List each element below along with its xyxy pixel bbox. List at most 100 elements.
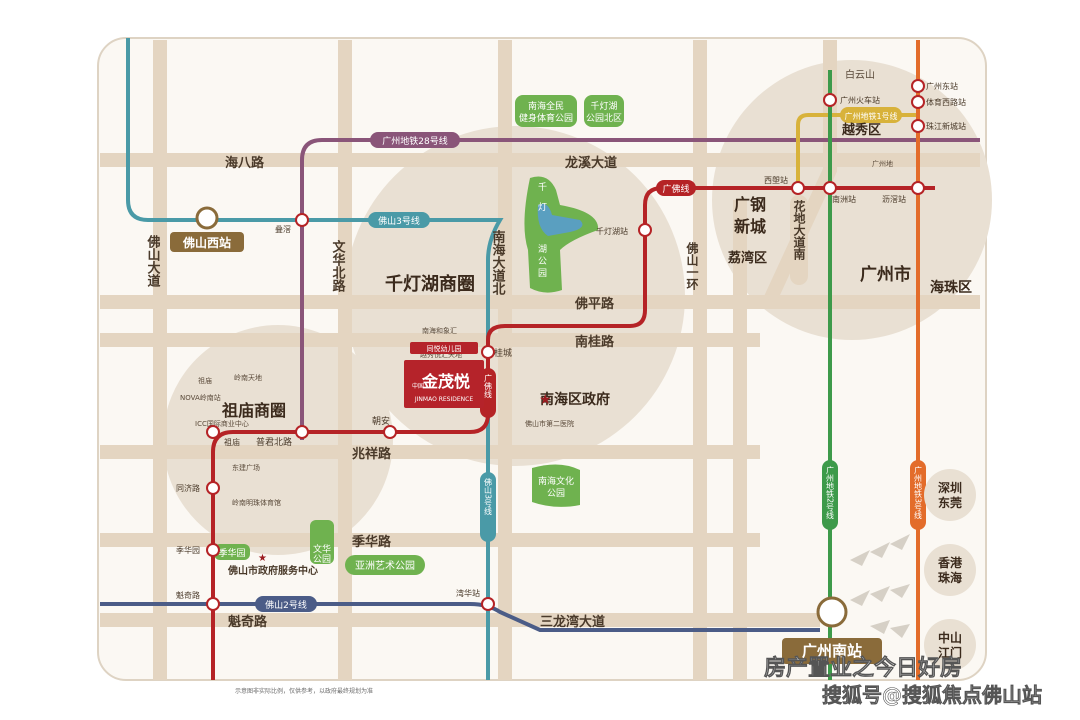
- line-tag-gz3-text: 广州地铁3号线: [914, 465, 923, 519]
- station-diejiao: 叠滘: [275, 225, 291, 234]
- station-kuiqi: 魁奇路: [176, 590, 200, 600]
- line-tag-gz28-text: 广州地铁28号线: [382, 135, 447, 147]
- metro-line-fs3: [126, 38, 504, 680]
- star-icon: ★: [539, 392, 552, 408]
- road-label-haiba: 海八路: [225, 155, 265, 171]
- station-zumiao: 祖庙: [224, 437, 240, 447]
- road-tag-huadi: [790, 195, 808, 285]
- road-label-zhaoxiang: 兆祥路: [352, 446, 392, 462]
- station-puju: 普君北路: [256, 436, 292, 448]
- road-label-kuiqi: 魁奇路: [228, 614, 268, 630]
- line-tag-fs3-text: 佛山3号线: [378, 215, 420, 227]
- station-tiyu-xi: 体育西路站: [926, 97, 966, 107]
- station-gz-south-tag: [782, 638, 882, 664]
- zone-label-zumiao: 祖庙商圈: [221, 401, 286, 420]
- road-label-nanhai: 南海大道北: [490, 229, 506, 296]
- project-box: [404, 360, 484, 408]
- line-label-gz-short: 广州地: [872, 159, 893, 168]
- road-label-foshan: 佛山大道: [145, 234, 162, 288]
- line-tag-gz2-text: 广州地铁2号线: [826, 465, 835, 519]
- station-gz-dong: 广州东站: [926, 81, 958, 91]
- station-gz-huoche: 广州火车站: [840, 95, 880, 105]
- station-tongji: 同济路: [176, 483, 200, 493]
- station-lijiao: 沥滘站: [882, 194, 906, 204]
- dest-zs-b: 江门: [938, 645, 962, 660]
- zone-label-guangzhou: 广州市: [860, 264, 911, 285]
- park-qdh-1: 千: [538, 182, 547, 193]
- station-gz-south-icon: [816, 596, 848, 628]
- park-qdh-north: [584, 95, 624, 127]
- park-wenhua: [310, 520, 334, 564]
- park-nanhai-fitness-b: 健身体育公园: [519, 112, 573, 124]
- park-qdh-5: 园: [538, 268, 547, 279]
- poi-lingnan: 岭南天地: [234, 373, 262, 382]
- road-label-yihuan: 佛山一环: [685, 241, 699, 291]
- metro-line-gz1: [796, 113, 918, 188]
- park-qdh-2: 灯: [538, 202, 547, 213]
- poi-nova: NOVA岭南站: [180, 393, 221, 402]
- park-qdh-north-b: 公园北区: [586, 113, 622, 124]
- line-tag-gz28: [370, 132, 460, 148]
- zone-zumiao: [163, 325, 393, 555]
- lake: [537, 203, 583, 236]
- dest-hk-a: 香港: [937, 555, 963, 570]
- station-chaoan: 朝安: [372, 415, 390, 427]
- road-label-foping: 佛平路: [574, 296, 615, 312]
- metro-line-gf: [211, 186, 935, 680]
- park-jihua-yuan: [214, 544, 250, 560]
- metro-line-gz28: [300, 138, 980, 440]
- station-xilang: 西塱站: [764, 175, 788, 185]
- road-label-jihua: 季华路: [351, 534, 392, 550]
- zone-label-guanggang-b: 新城: [734, 217, 766, 236]
- line-tag-gz1: [840, 107, 902, 123]
- kindergarten-tag: [410, 342, 478, 354]
- dest-hk: [924, 544, 976, 596]
- line-tag-gf: [656, 180, 696, 196]
- park-qdh-3: 湖: [538, 244, 547, 255]
- station-foshan-west: 佛山西站: [182, 235, 231, 250]
- zone-label-guanggang-a: 广钢: [734, 195, 766, 214]
- park-qdh-north-a: 千灯湖: [590, 101, 617, 112]
- project-name: 金茂悦: [421, 372, 470, 391]
- line-tag-fs2: [255, 596, 317, 612]
- gov-star-icon: ★: [258, 553, 267, 564]
- line-tag-gf-text: 广佛线: [662, 183, 689, 195]
- park-yazhou-text: 亚洲艺术公园: [355, 560, 415, 572]
- project-brand: 中国: [412, 382, 424, 390]
- poi-nanhai-heyu: 南海和象汇: [422, 326, 457, 335]
- park-yazhou: [345, 555, 425, 575]
- park-nanhai-culture-a: 南海文化: [538, 475, 574, 487]
- road-label-nangui: 南桂路: [575, 334, 615, 350]
- line-tag-fs3: [368, 212, 430, 228]
- zone-label-liwan: 荔湾区: [727, 250, 767, 266]
- station-foshan-west-icon: [195, 206, 219, 230]
- line-tag-fs3-v: [480, 472, 496, 542]
- poi-dongsheng: 东建广场: [232, 463, 260, 472]
- project-name-en: JINMAO RESIDENCE: [414, 396, 473, 403]
- arrow-icons: [850, 534, 910, 638]
- station-gz-south: 广州南站: [802, 642, 862, 660]
- dest-zhongshan: [924, 619, 976, 671]
- zone-label-baiyunshan: 白云山: [845, 68, 875, 81]
- line-tag-gz1-text: 广州地铁1号线: [844, 111, 897, 121]
- station-zhujiang-xin: 珠江新城站: [926, 121, 966, 131]
- park-nanhai-fitness-a: 南海全民: [528, 100, 564, 112]
- poi-yuexiu-yue: 越秀悦汇天地: [420, 350, 462, 359]
- zone-label-qiandenghu: 千灯湖商圈: [385, 273, 475, 295]
- station-nanzhou: 南洲站: [832, 194, 856, 204]
- road-label-huadi: 花地大道南: [792, 199, 806, 261]
- poi-zumiao: 祖庙: [198, 376, 212, 385]
- watermark-line1: 房产置业之今日好房: [764, 655, 962, 681]
- line-tag-fs2-text: 佛山2号线: [265, 599, 307, 611]
- poi-fs-gov: 佛山市政府服务中心: [227, 564, 318, 577]
- poi-icc: ICC国际商业中心: [195, 419, 249, 428]
- station-qiandenghu: 千灯湖站: [596, 226, 628, 236]
- road-label-wenhua: 文华北路: [330, 239, 346, 292]
- station-jihua: 季华园: [176, 545, 200, 555]
- road-label-longxi: 龙溪大道: [565, 155, 617, 171]
- line-tag-gf-v-text: 广佛线: [484, 373, 493, 398]
- zone-label-yuexiu: 越秀区: [841, 122, 881, 138]
- dest-shenzhen-a: 深圳: [938, 480, 962, 495]
